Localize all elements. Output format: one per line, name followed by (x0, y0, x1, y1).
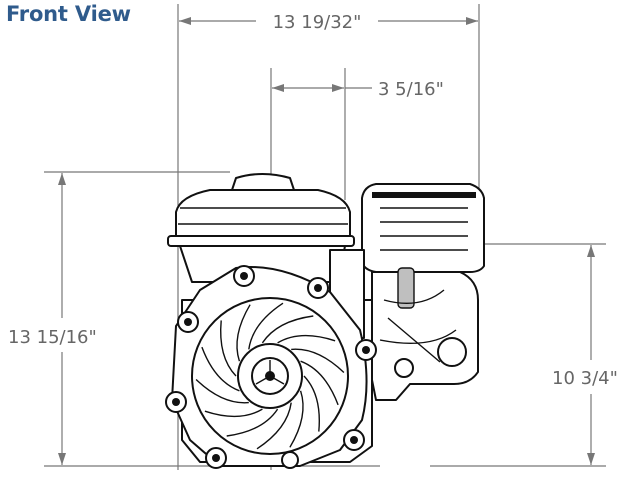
fan-blade (291, 348, 345, 374)
side-height-dimension: 10 3/4" (430, 243, 618, 467)
fan-blade (261, 315, 314, 344)
fuel-line (397, 267, 415, 309)
side-height-label: 10 3/4" (552, 368, 618, 389)
fan-blade (289, 390, 304, 448)
carburetor-assembly (371, 271, 479, 401)
overall-height-dimension: 13 15/16" (8, 171, 380, 467)
overall-height-label: 13 15/16" (8, 327, 97, 348)
fan-blade (300, 360, 339, 406)
fan-blade (248, 302, 284, 350)
cooling-fan-blades (195, 302, 345, 450)
fan-blade (303, 375, 320, 432)
fan-blade (226, 408, 279, 437)
air-cleaner-cap (231, 173, 295, 191)
fan-blade (204, 408, 263, 418)
view-title: Front View (6, 2, 131, 26)
engine-line-art (165, 173, 485, 469)
throttle-lever-pivot (437, 337, 467, 367)
fan-blade (277, 334, 336, 344)
fan-blade (236, 304, 251, 362)
overall-width-label: 13 19/32" (273, 12, 362, 33)
fan-blade (256, 402, 292, 450)
fan-blade (201, 346, 240, 392)
air-cleaner-base (167, 235, 355, 247)
air-cleaner-housing (175, 189, 351, 246)
fuel-tank-fins (372, 192, 476, 251)
fan-blade (195, 378, 249, 404)
mounting-tab-holes (172, 272, 370, 462)
fan-blade (220, 320, 237, 377)
offset-width-label: 3 5/16" (378, 79, 444, 100)
choke-pivot (394, 358, 414, 378)
offset-width-dimension: 3 5/16" (270, 68, 444, 470)
